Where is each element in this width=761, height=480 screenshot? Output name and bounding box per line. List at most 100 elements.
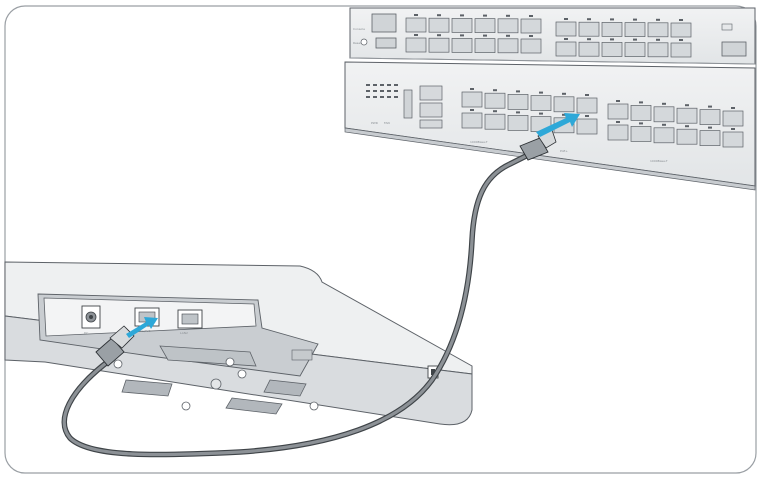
switch-port (699, 130, 721, 146)
switch-port (624, 22, 646, 37)
switch-port (520, 18, 542, 34)
port-led (708, 105, 712, 108)
port-led (529, 15, 533, 17)
port-led (562, 92, 566, 95)
switch-port (484, 92, 506, 109)
port-led (506, 14, 510, 17)
port-led (516, 90, 520, 93)
switch-port (576, 97, 598, 114)
port-led (460, 14, 464, 17)
arrow-right-icon (126, 317, 158, 338)
switch-port (607, 124, 629, 141)
port-led (731, 107, 735, 109)
status-led (394, 84, 398, 86)
port-led (685, 104, 689, 107)
port-led (633, 38, 637, 41)
switch-port (428, 17, 450, 33)
port-led (587, 38, 591, 41)
switch-port (624, 42, 646, 57)
upper-switch: Console Reset (349, 7, 756, 65)
switch-port (578, 41, 600, 57)
port-led (437, 14, 441, 17)
port-led (470, 88, 474, 90)
port-led (679, 19, 683, 21)
switch-port (461, 91, 483, 108)
port-led (656, 18, 660, 21)
port-led (483, 14, 487, 17)
status-led (387, 90, 391, 92)
status-led (373, 84, 377, 86)
port-led (493, 110, 497, 113)
port-led (731, 128, 735, 130)
status-led (387, 84, 391, 86)
svg-text:1000Base-T: 1000Base-T (470, 140, 488, 144)
switch-port (699, 109, 721, 125)
switch-port (451, 18, 473, 33)
ap-lan2-port: LAN2 (177, 309, 203, 335)
switch-port (428, 37, 450, 53)
svg-text:DC: DC (84, 331, 88, 335)
status-led (373, 90, 377, 92)
status-led (394, 96, 398, 98)
port-led (616, 100, 620, 102)
mounting-bracket (113, 345, 319, 415)
port-led (616, 121, 620, 123)
switch-port (555, 21, 577, 37)
lower-port-block-right (607, 100, 744, 148)
switch-port (461, 112, 483, 129)
switch-port (601, 42, 623, 57)
switch-port (722, 131, 744, 148)
switch-port (405, 17, 427, 33)
switch-port (474, 18, 496, 33)
port-led (610, 38, 614, 41)
svg-text:Console: Console (353, 27, 365, 31)
switch-port (530, 95, 552, 111)
port-led (414, 34, 418, 36)
switch-port (647, 22, 669, 38)
switch-port (451, 38, 473, 53)
status-led (373, 96, 377, 98)
switch-port (578, 21, 600, 37)
status-led (366, 84, 370, 86)
switch-port (507, 115, 529, 131)
port-led (610, 18, 614, 21)
switch-port (653, 106, 675, 123)
port-led (708, 126, 712, 129)
port-led (685, 125, 689, 128)
port-led (516, 111, 520, 114)
switch-port (653, 127, 675, 144)
port-led (585, 115, 589, 117)
svg-text:FAN: FAN (384, 121, 390, 125)
switch-port (507, 94, 529, 110)
switch-port (553, 96, 575, 113)
port-led (639, 101, 643, 104)
port-led (633, 18, 637, 21)
switch-port (555, 41, 577, 57)
switch-port (405, 37, 427, 53)
switch-stack: Console Reset PWR FAN 1000B (344, 7, 756, 191)
port-led (483, 34, 487, 37)
switch-port (670, 42, 692, 58)
svg-text:PWR: PWR (371, 121, 378, 125)
switch-port (670, 22, 692, 38)
ethernet-cable (61, 129, 557, 458)
dc-power-jack: DC (81, 305, 101, 335)
svg-text:LAN2: LAN2 (180, 331, 188, 335)
lower-switch: PWR FAN 1000Base-T PoE+ 1000Base-T (344, 61, 756, 191)
port-led (656, 38, 660, 41)
status-led (380, 96, 384, 98)
port-led (562, 113, 566, 116)
port-led (437, 34, 441, 37)
svg-text:1000Base-T: 1000Base-T (650, 159, 668, 163)
port-led (470, 109, 474, 111)
switch-port (576, 118, 598, 135)
status-led (366, 96, 370, 98)
rj45-plug-ap (95, 325, 135, 367)
port-led (587, 18, 591, 21)
port-led (564, 18, 568, 20)
switch-port (630, 126, 652, 142)
port-led (662, 102, 666, 105)
switch-port (722, 110, 744, 127)
svg-text:LAN1/PoE: LAN1/PoE (136, 329, 150, 333)
